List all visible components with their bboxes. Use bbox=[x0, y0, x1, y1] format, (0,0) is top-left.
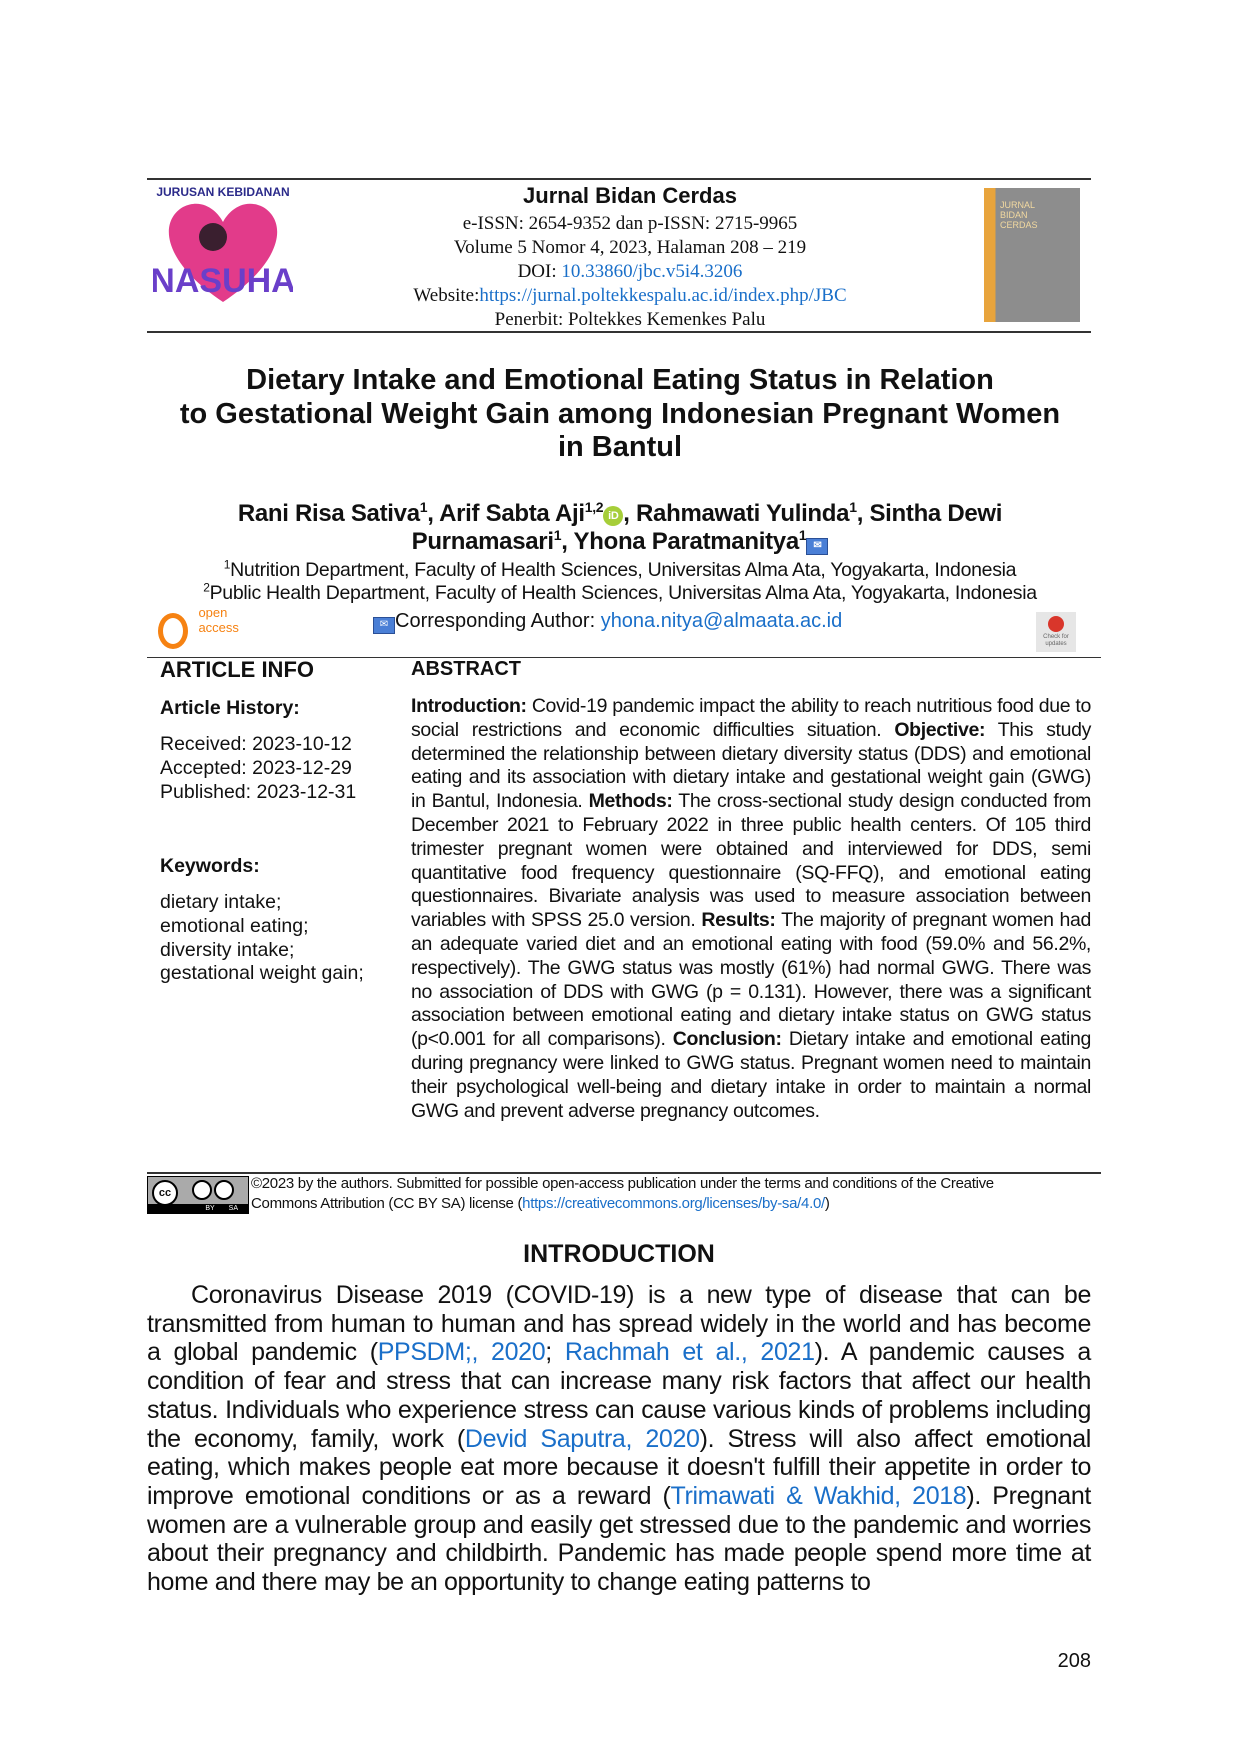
keywords-heading: Keywords: bbox=[160, 855, 260, 877]
check-for-updates-badge[interactable]: Check for updates bbox=[1036, 612, 1076, 652]
introduction-body: Coronavirus Disease 2019 (COVID-19) is a… bbox=[147, 1281, 1092, 1597]
attribution-icon bbox=[192, 1180, 212, 1200]
email-icon[interactable]: ✉ bbox=[806, 538, 829, 555]
header-bottom-rule bbox=[147, 331, 1091, 333]
open-access-icon bbox=[158, 613, 188, 649]
bookmark-icon bbox=[1048, 616, 1064, 632]
article-history-heading: Article History: bbox=[160, 697, 300, 719]
svg-text:JURUSAN KEBIDANAN: JURUSAN KEBIDANAN bbox=[156, 185, 289, 199]
issn: e-ISSN: 2654-9352 dan p-ISSN: 2715-9965 bbox=[462, 213, 798, 234]
header-top-rule bbox=[147, 178, 1091, 180]
received-date: Received: 2023-10-12 bbox=[160, 733, 352, 755]
email-icon: ✉ bbox=[373, 617, 395, 634]
website-label: Website: bbox=[413, 285, 480, 306]
license-rule bbox=[147, 1172, 1101, 1174]
page-number: 208 bbox=[1057, 1650, 1091, 1672]
article-title: Dietary Intake and Emotional Eating Stat… bbox=[179, 364, 1061, 463]
orcid-icon[interactable]: iD bbox=[603, 506, 624, 526]
citation-link[interactable]: PPSDM;, 2020 bbox=[377, 1338, 546, 1367]
abstract-heading: ABSTRACT bbox=[411, 658, 521, 680]
abstract-body: Introduction: Covid-19 pandemic impact t… bbox=[411, 695, 1092, 1122]
author-list: Rani Risa Sativa1, Arif Sabta Aji1,2iD, … bbox=[237, 499, 1003, 555]
cc-icon: cc bbox=[152, 1180, 178, 1206]
website-link[interactable]: https://jurnal.poltekkespalu.ac.id/index… bbox=[479, 285, 847, 306]
introduction-heading: INTRODUCTION bbox=[523, 1240, 715, 1268]
affiliation-1: 1Nutrition Department, Faculty of Health… bbox=[223, 557, 1017, 582]
license-link[interactable]: https://creativecommons.org/licenses/by-… bbox=[522, 1195, 825, 1212]
share-alike-icon bbox=[214, 1180, 234, 1200]
citation-link[interactable]: Devid Saputra, 2020 bbox=[464, 1424, 700, 1453]
citation-link[interactable]: Rachmah et al., 2021 bbox=[564, 1338, 815, 1367]
section-rule bbox=[147, 657, 1101, 658]
journal-logo: NASUHA JURUSAN KEBIDANAN bbox=[150, 182, 296, 312]
volume: Volume 5 Nomor 4, 2023, Halaman 208 – 21… bbox=[453, 237, 807, 258]
journal-name: Jurnal Bidan Cerdas bbox=[523, 183, 737, 208]
svg-text:NASUHA: NASUHA bbox=[153, 262, 293, 300]
corresponding-author: ✉Corresponding Author: yhona.nitya@almaa… bbox=[373, 610, 842, 634]
website: Website:https://jurnal.poltekkespalu.ac.… bbox=[330, 284, 930, 308]
article-info-heading: ARTICLE INFO bbox=[160, 657, 314, 682]
doi: DOI: 10.33860/jbc.v5i4.3206 bbox=[330, 260, 930, 284]
keywords-list: dietary intake;emotional eating;diversit… bbox=[160, 891, 364, 985]
affiliation-2: 2Public Health Department, Faculty of He… bbox=[203, 580, 1037, 605]
published-date: Published: 2023-12-31 bbox=[160, 781, 357, 803]
doi-link[interactable]: 10.33860/jbc.v5i4.3206 bbox=[561, 261, 743, 282]
citation-link[interactable]: Trimawati & Wakhid, 2018 bbox=[670, 1481, 967, 1510]
doi-label: DOI: bbox=[517, 261, 562, 282]
accepted-date: Accepted: 2023-12-29 bbox=[160, 757, 352, 779]
publisher: Penerbit: Poltekkes Kemenkes Palu bbox=[494, 309, 766, 330]
license-text: ©2023 by the authors. Submitted for poss… bbox=[251, 1175, 994, 1212]
journal-cover: JURNAL BIDAN CERDAS bbox=[984, 188, 1080, 322]
corresponding-email[interactable]: yhona.nitya@almaata.ac.id bbox=[600, 610, 843, 632]
